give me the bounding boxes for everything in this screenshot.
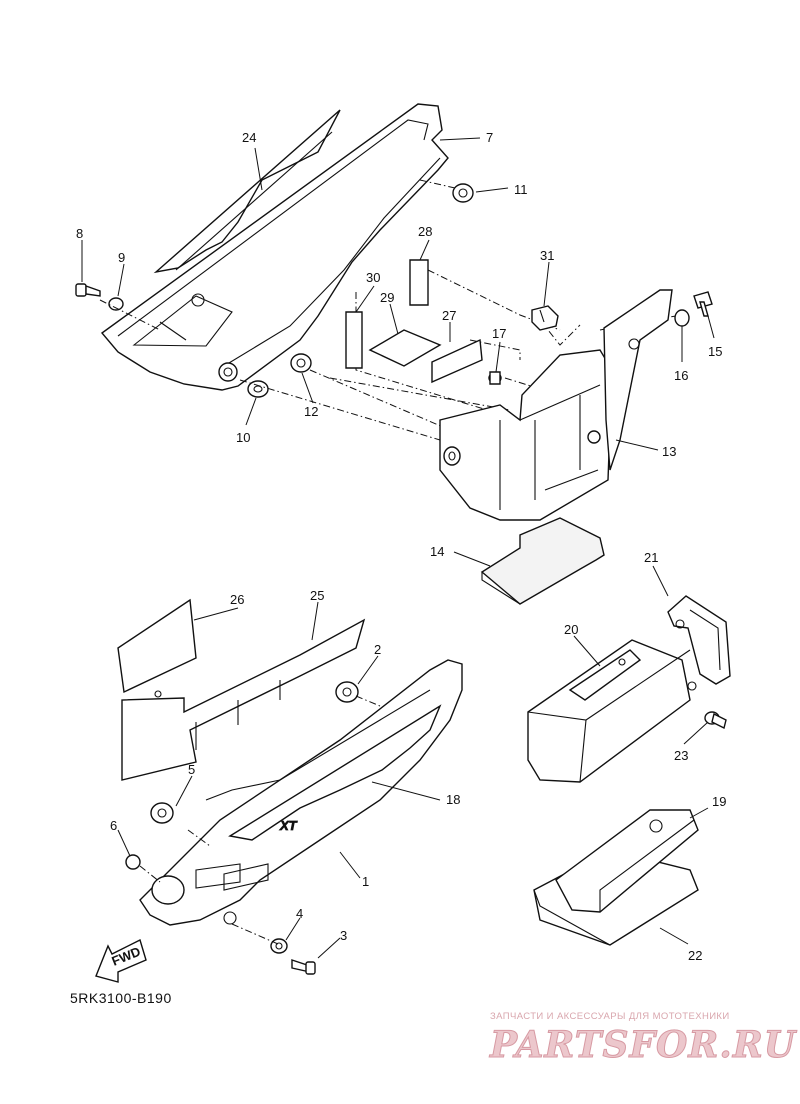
decal-upper bbox=[153, 109, 341, 274]
watermark-tagline: ЗАПЧАСТИ И АКСЕССУАРЫ ДЛЯ МОТОТЕХНИКИ bbox=[490, 1011, 730, 1022]
callout-28: 28 bbox=[418, 224, 432, 239]
leader-lines bbox=[81, 137, 715, 959]
callout-27: 27 bbox=[442, 308, 456, 323]
tool-case-20 bbox=[527, 639, 691, 783]
collar-6 bbox=[125, 854, 141, 870]
callout-4: 4 bbox=[296, 906, 303, 921]
pad-29 bbox=[368, 329, 442, 367]
grommet-16 bbox=[674, 309, 690, 327]
bolt-17 bbox=[488, 371, 502, 385]
callout-12: 12 bbox=[304, 404, 318, 419]
callout-14: 14 bbox=[430, 544, 444, 559]
bolt-3 bbox=[291, 959, 316, 975]
grommet-12 bbox=[290, 353, 312, 373]
pad-28 bbox=[409, 259, 429, 306]
callout-10: 10 bbox=[236, 430, 250, 445]
callout-20: 20 bbox=[564, 622, 578, 637]
callout-29: 29 bbox=[380, 290, 394, 305]
catalog-code: 5RK3100-B190 bbox=[70, 990, 172, 1006]
watermark-brand: PARTSFOR.RU bbox=[489, 1024, 797, 1067]
callout-31: 31 bbox=[540, 248, 554, 263]
grommet-10 bbox=[247, 380, 269, 398]
decal-lower: XT bbox=[228, 704, 442, 841]
washer-4 bbox=[270, 938, 288, 954]
battery-pad-14 bbox=[480, 517, 605, 605]
callout-24: 24 bbox=[242, 130, 256, 145]
callout-8: 8 bbox=[76, 226, 83, 241]
assembly-lines-lower bbox=[139, 695, 381, 945]
tool-bag-19 bbox=[555, 809, 699, 913]
pad-27 bbox=[431, 338, 483, 384]
callout-9: 9 bbox=[118, 250, 125, 265]
battery-box-13 bbox=[439, 289, 673, 521]
callout-23: 23 bbox=[674, 748, 688, 763]
callout-19: 19 bbox=[712, 794, 726, 809]
callout-21: 21 bbox=[644, 550, 658, 565]
callout-30: 30 bbox=[366, 270, 380, 285]
callout-17: 17 bbox=[492, 326, 506, 341]
callout-13: 13 bbox=[662, 444, 676, 459]
pad-30 bbox=[345, 311, 363, 369]
callout-11: 11 bbox=[514, 182, 528, 197]
callout-5: 5 bbox=[188, 762, 195, 777]
grommet-5 bbox=[150, 802, 174, 824]
callout-2: 2 bbox=[374, 642, 381, 657]
callout-26: 26 bbox=[230, 592, 244, 607]
clip-31 bbox=[531, 305, 559, 331]
bracket-25 bbox=[121, 618, 366, 781]
callout-7: 7 bbox=[486, 130, 493, 145]
bolt-15 bbox=[693, 291, 713, 317]
grommet-2 bbox=[335, 681, 359, 703]
callout-1: 1 bbox=[362, 874, 369, 889]
side-cover-upper bbox=[100, 103, 449, 391]
callout-18: 18 bbox=[446, 792, 460, 807]
callout-labels: 24 7 11 8 9 10 12 13 28 31 30 29 27 17 1… bbox=[76, 130, 726, 963]
callout-25: 25 bbox=[310, 588, 324, 603]
callout-3: 3 bbox=[340, 928, 347, 943]
bolt-8 bbox=[75, 283, 101, 297]
xt-logo: XT bbox=[279, 818, 298, 833]
callout-16: 16 bbox=[674, 368, 688, 383]
bolt-23 bbox=[704, 711, 727, 730]
grommet-11 bbox=[452, 183, 474, 203]
fwd-arrow: FWD bbox=[95, 939, 147, 983]
plate-26 bbox=[117, 598, 197, 694]
callout-15: 15 bbox=[708, 344, 722, 359]
callout-6: 6 bbox=[110, 818, 117, 833]
callout-22: 22 bbox=[688, 948, 702, 963]
bracket-21 bbox=[667, 595, 731, 691]
collar-9 bbox=[108, 297, 124, 311]
